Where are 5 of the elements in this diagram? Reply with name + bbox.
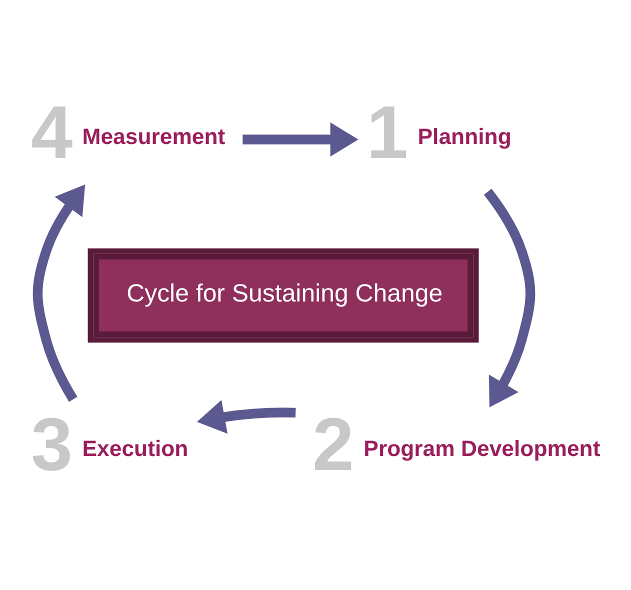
arrow bbox=[242, 122, 358, 156]
node-box: Cycle for Sustaining Change bbox=[88, 248, 479, 342]
arrow bbox=[196, 399, 296, 434]
arrow bbox=[484, 188, 536, 407]
arrow bbox=[32, 184, 86, 402]
